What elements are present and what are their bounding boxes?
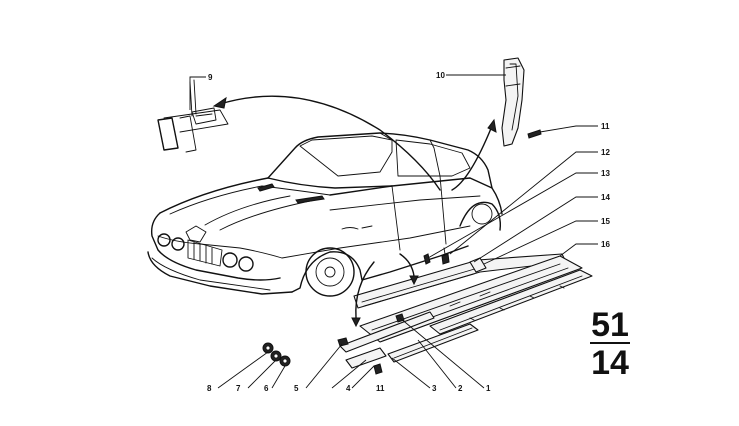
parts-group: [157, 57, 593, 375]
part-9-trim-detail: [157, 79, 229, 153]
callout-16: 16: [601, 240, 610, 249]
callout-6: 6: [264, 384, 269, 393]
page-code-sheet: 14: [591, 344, 629, 382]
callout-11-top: 11: [601, 122, 610, 131]
part-12-clip: [441, 247, 450, 265]
callout-15: 15: [601, 217, 610, 226]
callout-5: 5: [294, 384, 299, 393]
callout-11-bottom: 11: [376, 384, 385, 393]
callout-4: 4: [346, 384, 351, 393]
callout-1: 1: [486, 384, 491, 393]
callout-9: 9: [208, 73, 213, 82]
car-illustration: [147, 132, 503, 297]
callout-8: 8: [207, 384, 212, 393]
part-13-clip: [423, 253, 431, 265]
part-10-pillar-trim: [501, 57, 525, 147]
part-11-screw: [527, 129, 542, 139]
callout-14: 14: [601, 193, 610, 202]
part-16-strip: [429, 269, 593, 335]
callout-3: 3: [432, 384, 437, 393]
callout-13: 13: [601, 169, 610, 178]
page-code-group: 51: [591, 306, 629, 344]
assembly-arrows: [212, 95, 497, 328]
callout-labels: 9 10 11 12 13 14 15 16 1 2 3 4 11 5 6 7 …: [207, 71, 610, 393]
callout-2: 2: [458, 384, 463, 393]
lower-trim-strips: [339, 311, 479, 369]
callout-10: 10: [436, 71, 445, 80]
leader-lines: [189, 74, 598, 389]
callout-12: 12: [601, 148, 610, 157]
page-code-divider: [590, 342, 630, 344]
parts-6-7-8-nuts: [262, 342, 291, 367]
callout-7: 7: [236, 384, 241, 393]
